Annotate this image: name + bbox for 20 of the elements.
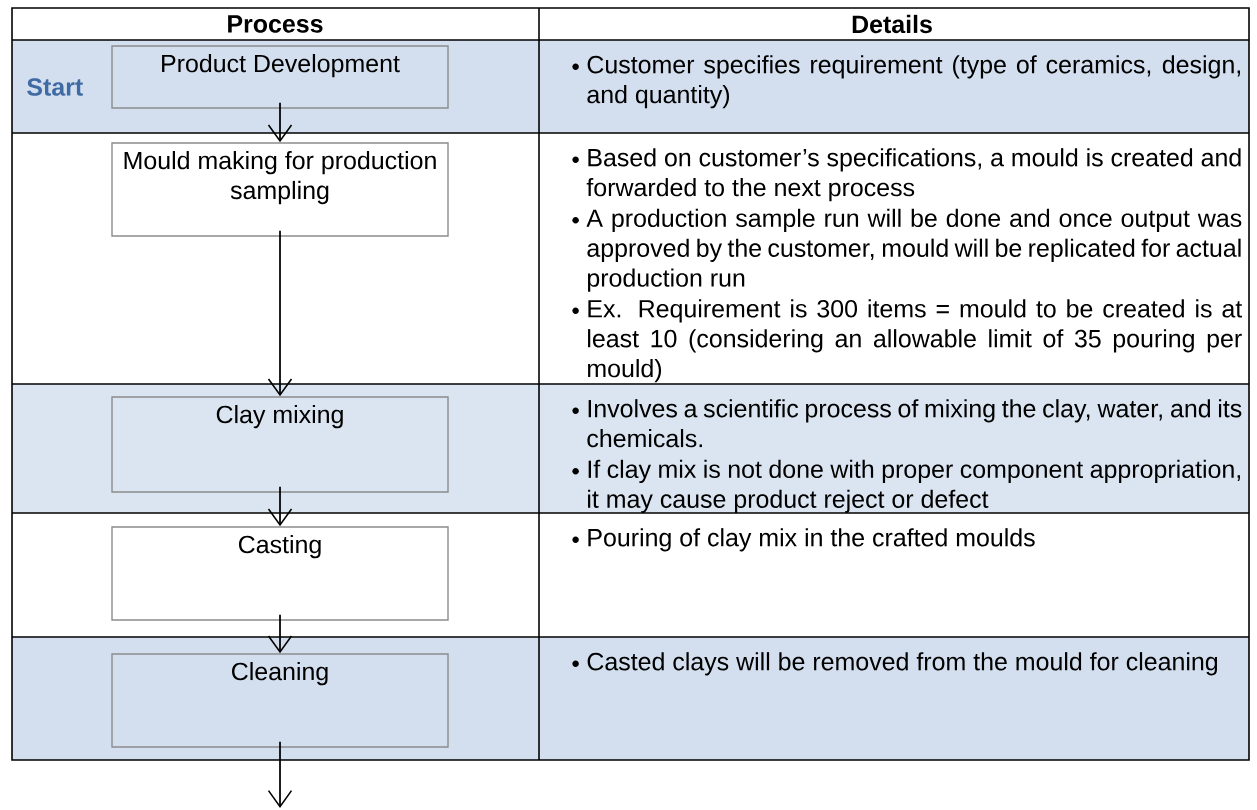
detail-text: Customer specifies requirement (type of ceramics, design, and quantity)	[572, 55, 1240, 109]
process-box: Cleaning	[111, 653, 449, 748]
process-box: Product Development	[111, 45, 449, 109]
start-label: Start	[27, 78, 83, 96]
detail-text: Pouring of clay mix in the crafted moulds	[572, 528, 1035, 552]
arrow	[267, 485, 293, 527]
arrow	[267, 613, 293, 654]
process-box: Mould making for production sampling	[111, 142, 449, 237]
arrow	[267, 229, 293, 397]
arrow	[267, 740, 293, 808]
arrow	[267, 101, 293, 143]
detail-text: If clay mix is not done with proper component appropriation, it may cause product reject or defect	[572, 459, 1240, 513]
detail-text: Involves a scientific process of mixing the clay, water, and its chemicals.	[572, 399, 1242, 448]
detail-text: Ex. Requirement is 300 items = mould to be created is at least 10 (considering an allowable limit of 35 pouring per mould)	[572, 299, 1243, 383]
process-box: Casting	[111, 526, 449, 621]
detail-text: Based on customer’s specifications, a mould is created and forwarded to the next process	[572, 148, 1241, 202]
column-header: Details	[852, 14, 932, 34]
detail-text: Casted clays will be removed from the mould for cleaning	[572, 652, 1218, 676]
detail-text: A production sample run will be done and once output was approved by the customer, mould will be replicated for actual production run	[572, 208, 1242, 292]
process-box: Clay mixing	[111, 396, 449, 493]
